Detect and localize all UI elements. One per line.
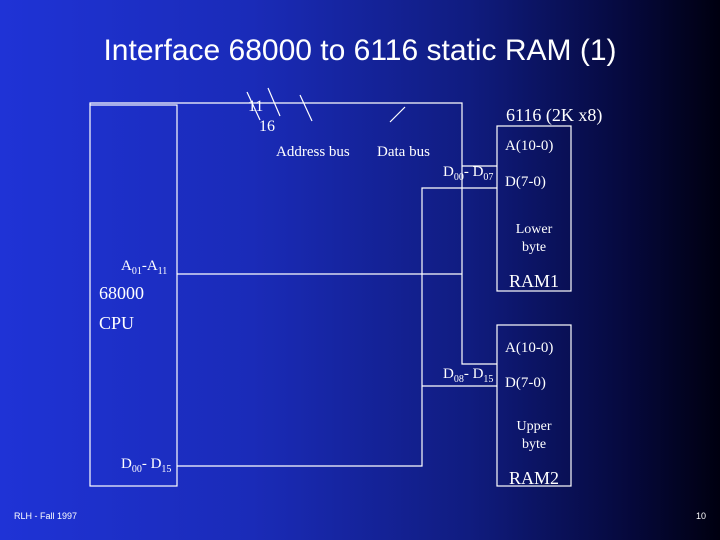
cpu-name-line1: 68000: [99, 283, 144, 303]
ram2-address-pins: A(10-0): [505, 340, 554, 356]
ram2-byte-line1: Upper: [516, 419, 552, 434]
ram2-byte-line2: byte: [521, 437, 547, 452]
address-bus-width-11: 11: [248, 98, 264, 115]
ram2-data-pins: D(7-0): [505, 375, 546, 391]
bus-slash-marker-1: [246, 91, 261, 121]
cpu-data-pins: D00- D15: [121, 456, 172, 475]
footer-author: RLH - Fall 1997: [14, 511, 78, 521]
ram2-name: RAM2: [508, 468, 559, 488]
cpu-box: [89, 104, 178, 487]
ram1-name: RAM1: [508, 271, 559, 291]
ram1-byte-line1: Lower: [515, 222, 553, 237]
data-bus-label: Data bus: [377, 144, 430, 160]
chip-label: 6116 (2K x8): [506, 105, 603, 125]
ram1-data-pins: D(7-0): [505, 174, 546, 190]
slide-title: Interface 68000 to 6116 static RAM (1): [103, 34, 617, 67]
slide-number: 10: [695, 511, 706, 521]
address-bus-slash: [299, 94, 313, 122]
bus-slash-marker-2: [267, 87, 281, 117]
data-bus-line: [177, 187, 497, 467]
ram2-box: [496, 324, 572, 487]
ram2-bus-pins: D08- D15: [443, 366, 494, 385]
address-bus-label: Address bus: [276, 144, 350, 160]
cpu-name-line2: CPU: [99, 313, 135, 333]
data-bus-slash: [389, 106, 406, 123]
ram1-byte-line2: byte: [521, 240, 547, 255]
ram1-address-pins: A(10-0): [505, 138, 554, 154]
cpu-address-pins: A01-A11: [121, 258, 168, 277]
ram1-box: [496, 125, 572, 292]
address-bus-line: [89, 102, 497, 365]
address-bus-width-16: 16: [259, 118, 275, 135]
ram1-bus-pins: D00- D07: [443, 164, 494, 183]
